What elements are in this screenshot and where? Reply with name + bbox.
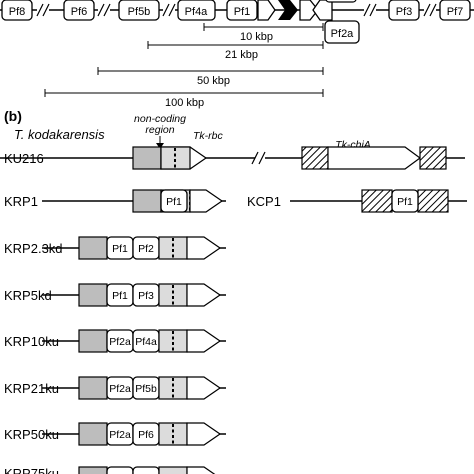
orf-arrow bbox=[312, 0, 333, 21]
gene-label: Pf7 bbox=[447, 6, 464, 18]
organism-label: T. kodakarensis bbox=[14, 127, 105, 142]
noncoding-box bbox=[78, 236, 108, 260]
rbc-arrow bbox=[186, 329, 222, 353]
strain-name: KCP1 bbox=[247, 194, 281, 209]
gene-label: Pf2a bbox=[109, 383, 131, 395]
noncoding-box bbox=[78, 329, 108, 353]
noncoding-box bbox=[78, 283, 108, 307]
construct-row-krp1: Pf1 bbox=[42, 189, 226, 213]
break-marks bbox=[36, 3, 437, 17]
gene-label: Pf1 bbox=[234, 6, 251, 18]
gene-label: Pf1 bbox=[166, 196, 182, 208]
construct-row-ku216 bbox=[0, 146, 465, 170]
hatched-flank bbox=[301, 146, 329, 170]
scale-bars bbox=[44, 23, 324, 97]
gene-label: Pf1 bbox=[112, 243, 128, 255]
gene-box: Pf2 bbox=[132, 236, 160, 260]
construct-row: Pf1 Pf3 bbox=[42, 283, 226, 307]
break-mark bbox=[251, 151, 266, 165]
gene-label: Pf2a bbox=[109, 336, 131, 348]
scale-label: 21 kbp bbox=[225, 49, 258, 61]
gene-box: Pf1 bbox=[106, 283, 134, 307]
gene-label: Pf5b bbox=[135, 383, 157, 395]
gene-box: Pf1 bbox=[391, 189, 419, 213]
noncoding-box bbox=[132, 146, 162, 170]
gene-label-partial: … bbox=[337, 0, 346, 2]
gene-label: Pf2 bbox=[138, 243, 154, 255]
gene-box: Pf6 bbox=[63, 0, 95, 21]
gene-label: Pf1 bbox=[112, 290, 128, 302]
strain-name: KRP2.3kd bbox=[4, 241, 63, 256]
construct-row: Pf2a Pf4a bbox=[42, 329, 226, 353]
gene-box: Pf4a bbox=[177, 0, 216, 21]
gene-box: Pf1 bbox=[160, 189, 188, 213]
strain-name: KRP21ku bbox=[4, 381, 59, 396]
gene-box: Pf8 bbox=[1, 0, 33, 21]
gene-label: Pf3 bbox=[396, 6, 413, 18]
noncoding-box bbox=[78, 376, 108, 400]
top-genome-map: Pf8 Pf6 Pf5b Pf4a Pf1 … Pf2a bbox=[0, 0, 474, 44]
chia-arrow bbox=[327, 146, 422, 170]
gene-box: Pf4a bbox=[132, 329, 160, 353]
orf-arrow bbox=[257, 0, 276, 21]
construct-row-partial bbox=[78, 466, 216, 474]
gene-box: Pf3 bbox=[388, 0, 420, 21]
gene-box: Pf2a bbox=[324, 20, 360, 44]
light-box bbox=[160, 146, 191, 170]
orf-arrow bbox=[299, 0, 319, 21]
rbc-arrow bbox=[186, 283, 222, 307]
rbc-arrow bbox=[186, 376, 222, 400]
gene-label: Pf4a bbox=[135, 336, 157, 348]
gene-box: Pf5b bbox=[118, 0, 160, 21]
gene-box: Pf2a bbox=[106, 422, 134, 446]
scale-label: 10 kbp bbox=[240, 31, 273, 43]
gene-box: Pf3 bbox=[132, 283, 160, 307]
gene-box: Pf1 bbox=[106, 236, 134, 260]
gene-label: Pf5b bbox=[128, 6, 151, 18]
gene-box: Pf2a bbox=[106, 376, 134, 400]
gene-box: Pf2a bbox=[106, 329, 134, 353]
rbc-label: Tk-rbc bbox=[193, 130, 223, 142]
gene-box: Pf5b bbox=[132, 376, 160, 400]
noncoding-box bbox=[78, 422, 108, 446]
gene-label: Pf2a bbox=[109, 429, 131, 441]
gene-label: Pf2a bbox=[331, 28, 355, 40]
panel-label: (b) bbox=[4, 108, 22, 124]
construct-row-kcp1: Pf1 bbox=[290, 189, 467, 213]
gene-label: Pf6 bbox=[138, 429, 154, 441]
gene-label: Pf3 bbox=[138, 290, 154, 302]
gene-label: Pf4a bbox=[185, 6, 209, 18]
strain-name: KRP5kd bbox=[4, 288, 52, 303]
construct-row: Pf2a Pf5b bbox=[42, 376, 226, 400]
strain-name: KRP50ku bbox=[4, 427, 59, 442]
construct-row: Pf2a Pf6 bbox=[42, 422, 226, 446]
strain-name: KRP1 bbox=[4, 194, 38, 209]
gene-label: Pf1 bbox=[397, 196, 413, 208]
strain-name: KRP10ku bbox=[4, 334, 59, 349]
rbc-arrow bbox=[186, 422, 222, 446]
gene-label: Pf6 bbox=[71, 6, 88, 18]
noncoding-arrow bbox=[156, 136, 164, 149]
rbc-arrow bbox=[186, 236, 222, 260]
hatched-flank bbox=[419, 146, 447, 170]
gene-label: Pf8 bbox=[9, 6, 26, 18]
scale-label: 50 kbp bbox=[197, 75, 230, 87]
gene-box: Pf1 bbox=[226, 0, 258, 21]
construct-row: Pf1 Pf2 bbox=[42, 236, 226, 260]
gene-box-partial: … bbox=[325, 0, 357, 3]
noncoding-label: region bbox=[145, 124, 174, 136]
strain-name: KRP75ku bbox=[4, 466, 59, 474]
gene-box: Pf6 bbox=[132, 422, 160, 446]
noncoding-label: non-coding bbox=[134, 113, 186, 125]
orf-arrow-filled bbox=[278, 0, 298, 20]
scale-label: 100 kbp bbox=[165, 97, 204, 109]
gene-box: Pf7 bbox=[439, 0, 471, 21]
